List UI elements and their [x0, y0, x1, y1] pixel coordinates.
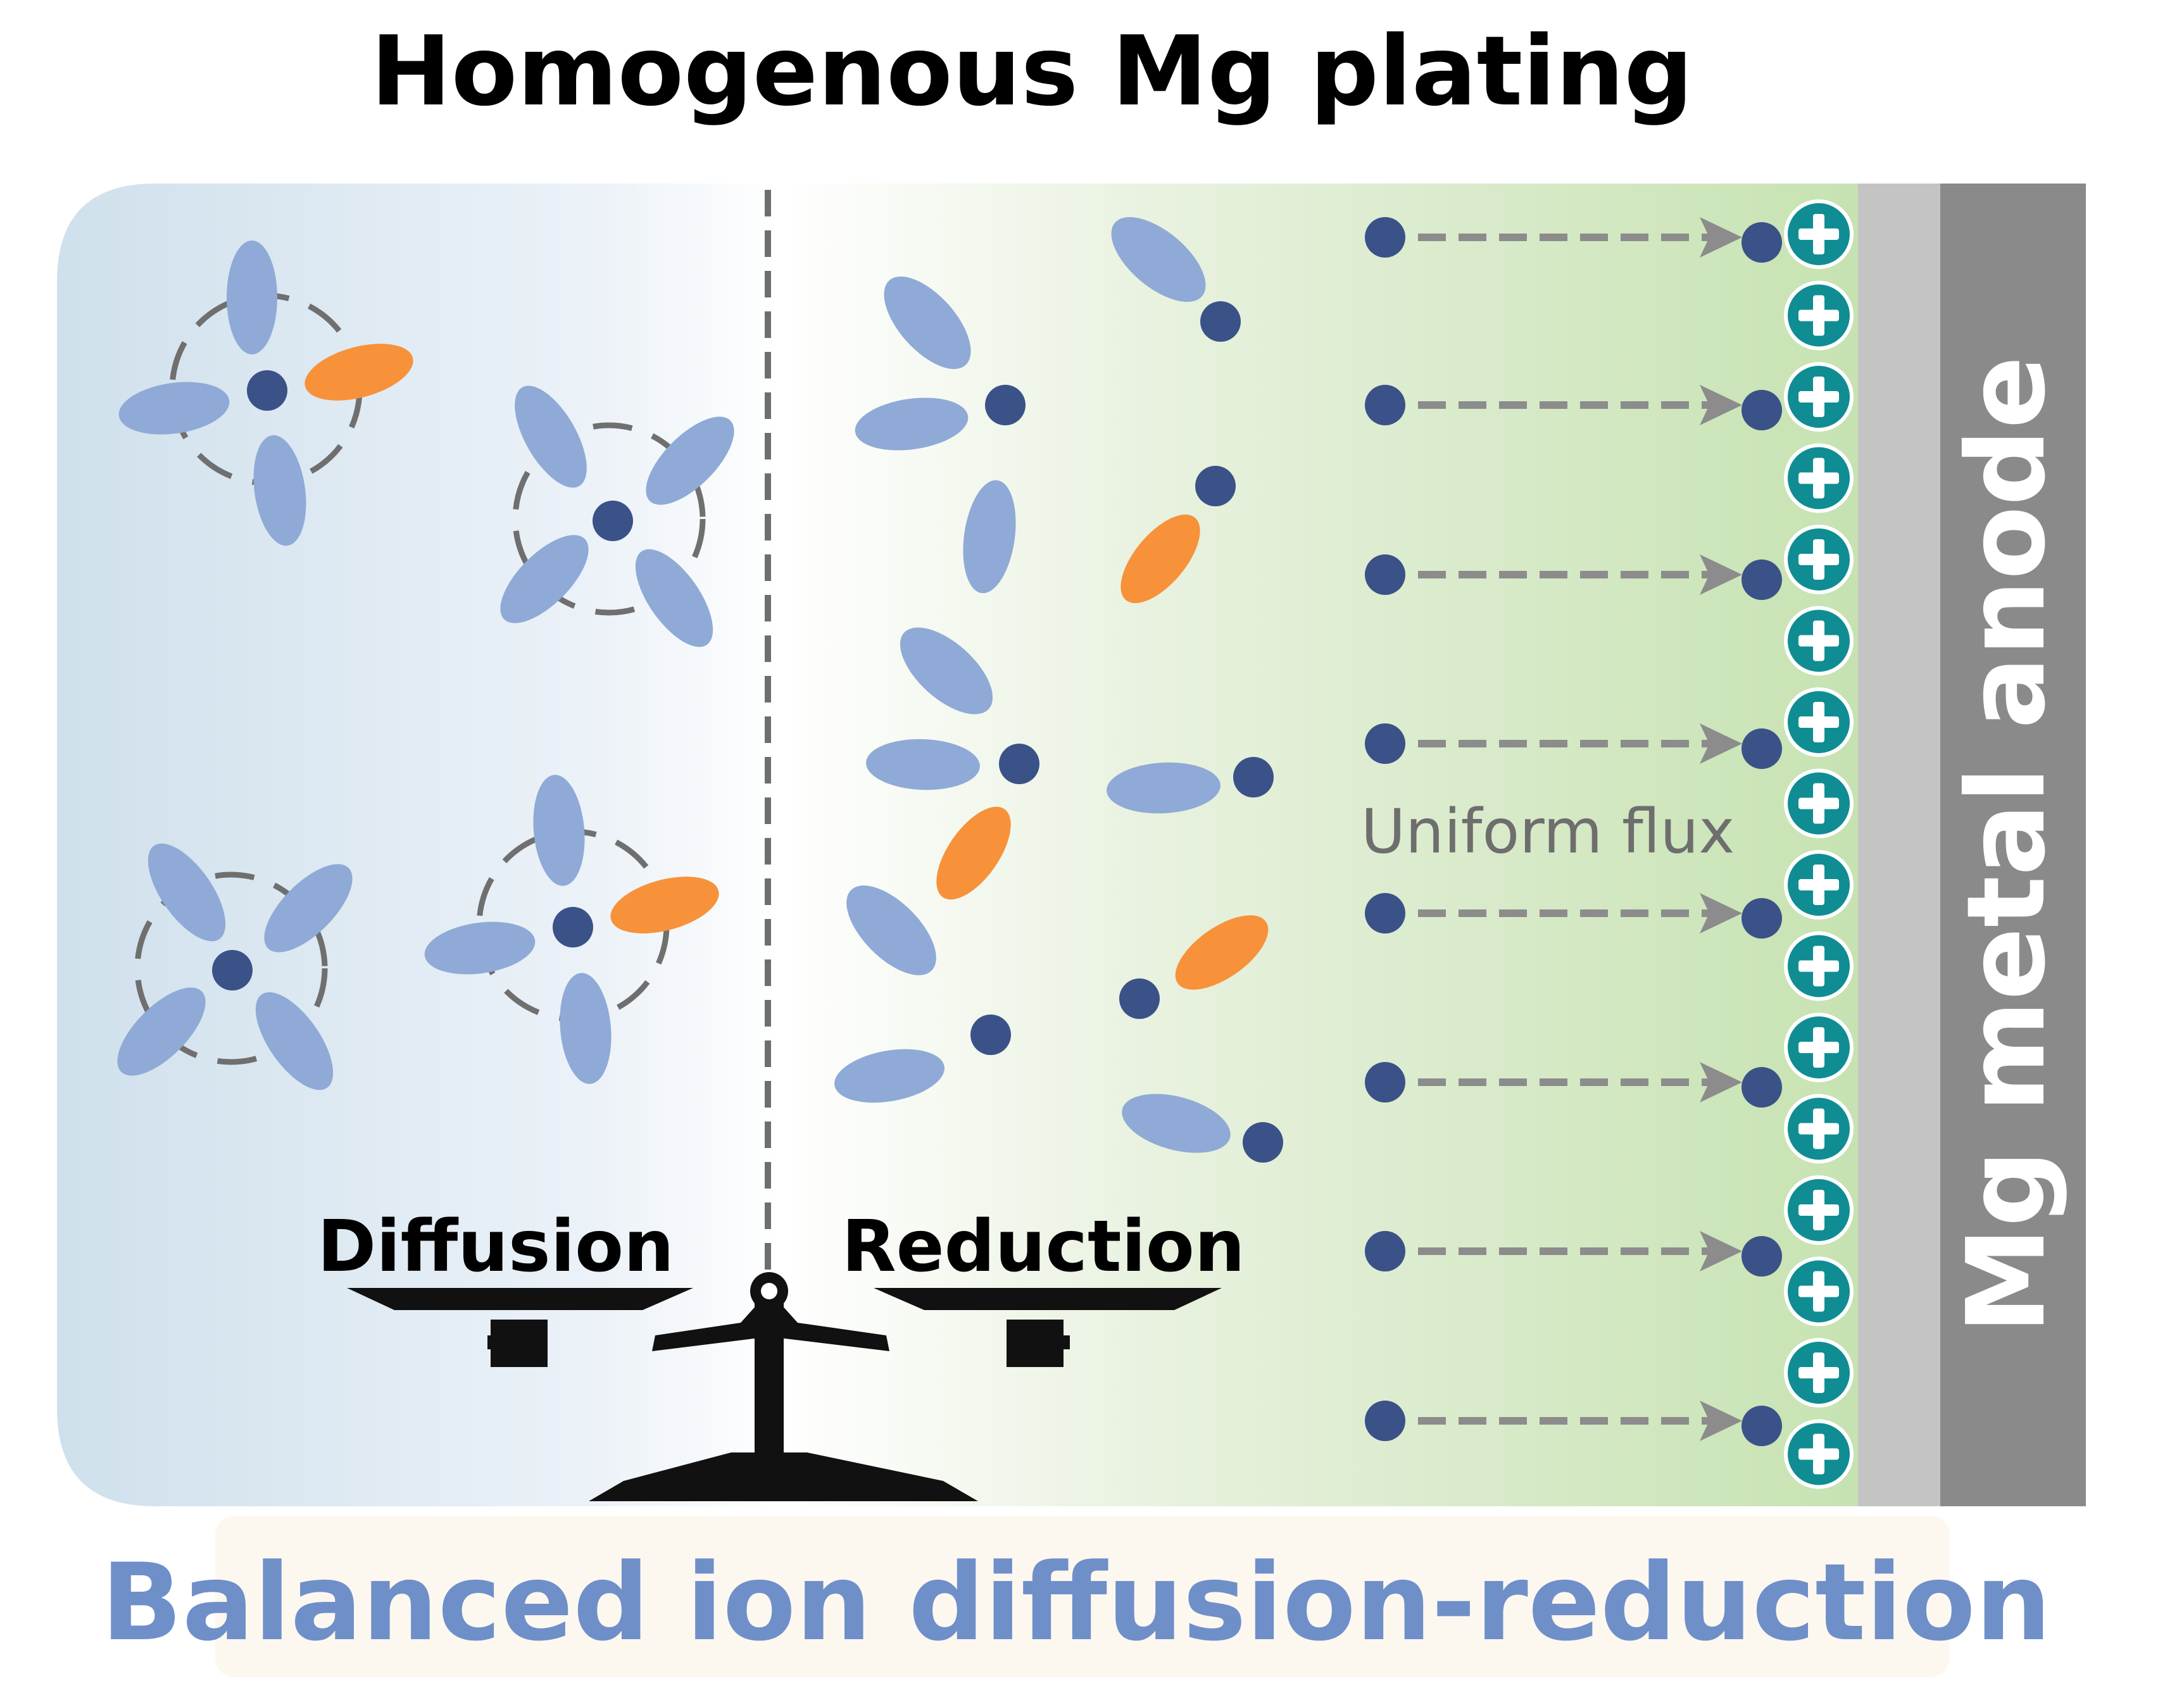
- flux-row: [1365, 1231, 1782, 1277]
- plus-charge-icon: [1784, 687, 1854, 757]
- flux-row: [1365, 1062, 1782, 1108]
- plus-charge-icon: [1784, 1175, 1854, 1245]
- plus-charge-icon: [1784, 1094, 1854, 1164]
- plus-charge-icon: [1784, 768, 1854, 839]
- mg-ion: [1365, 1231, 1405, 1271]
- mg-ion: [1119, 978, 1160, 1019]
- diffusion-label: Diffusion: [317, 1206, 674, 1288]
- mg-ion: [593, 501, 633, 541]
- plus-charge-icon: [1784, 362, 1854, 432]
- balance-scale-icon: [347, 1272, 1222, 1501]
- mg-ion: [1365, 1062, 1405, 1102]
- arrow-head-icon: [1700, 217, 1742, 258]
- mg-ion: [1365, 385, 1405, 425]
- mg-ion: [1200, 301, 1241, 342]
- mg-ion: [1742, 390, 1782, 430]
- page-title: Homogenous Mg plating: [371, 15, 1693, 127]
- flux-arrows: [1365, 217, 1782, 1446]
- plus-charge-icon: [1784, 850, 1854, 920]
- plus-charge-icon: [1784, 1013, 1854, 1082]
- mg-ion: [1243, 1122, 1283, 1163]
- mg-ion: [985, 385, 1026, 425]
- flux-row: [1365, 723, 1782, 769]
- mg-ion: [1742, 559, 1782, 600]
- mg-ion: [1742, 222, 1782, 263]
- arrow-head-icon: [1700, 893, 1742, 934]
- mg-ion: [247, 370, 287, 411]
- plus-charge-icon: [1784, 525, 1854, 594]
- mg-ion: [1195, 466, 1236, 506]
- arrow-head-icon: [1700, 1062, 1742, 1102]
- arrow-head-icon: [1700, 1401, 1742, 1441]
- arrow-head-icon: [1700, 723, 1742, 764]
- caption-box: [215, 1516, 1950, 1677]
- plus-charge-icon: [1784, 1338, 1854, 1408]
- plus-charge-icon: [1784, 606, 1854, 676]
- plus-charge-icon: [1784, 280, 1854, 351]
- plus-charge-icon: [1784, 1256, 1854, 1327]
- scale-pivot: [761, 1283, 777, 1299]
- mg-ion: [1365, 217, 1405, 258]
- mg-ion: [553, 907, 593, 947]
- flux-row: [1365, 554, 1782, 600]
- flux-row: [1365, 217, 1782, 263]
- solvated-cluster: [118, 240, 413, 546]
- flux-row: [1365, 893, 1782, 939]
- flux-row: [1365, 1401, 1782, 1446]
- plus-charge-icon: [1784, 931, 1854, 1001]
- mg-ion: [1365, 893, 1405, 934]
- mg-ion: [1742, 728, 1782, 769]
- plus-charge-icon: [1784, 199, 1854, 269]
- reduction-label: Reduction: [841, 1206, 1245, 1288]
- plus-charge-icon: [1784, 1419, 1854, 1489]
- mg-ion: [1742, 1406, 1782, 1446]
- desolvation-zone: [834, 217, 1283, 1163]
- anode-label: Mg metal anode: [1944, 356, 2069, 1333]
- mg-ion: [1742, 1067, 1782, 1108]
- mg-ion: [212, 950, 253, 990]
- solvated-cluster: [500, 385, 734, 647]
- mg-ion: [1365, 554, 1405, 595]
- mg-ion: [1742, 1236, 1782, 1277]
- uniform-flux-label: Uniform flux: [1361, 796, 1735, 867]
- mg-ion: [1365, 723, 1405, 764]
- mg-ion: [999, 744, 1039, 784]
- anode-bar: [1940, 184, 2086, 1506]
- arrow-head-icon: [1700, 554, 1742, 595]
- solvated-cluster: [424, 775, 719, 1084]
- mg-ion: [1742, 898, 1782, 939]
- mg-ion: [970, 1015, 1011, 1055]
- anode-surface-layer: [1858, 184, 1940, 1506]
- arrow-head-icon: [1700, 1231, 1742, 1271]
- solvated-cluster: [117, 843, 353, 1090]
- flux-row: [1365, 385, 1782, 430]
- mg-ion: [1233, 757, 1274, 797]
- surface-charges: [1784, 199, 1854, 1489]
- caption-text: Balanced ion diffusion-reduction: [101, 1540, 2051, 1664]
- plus-charge-icon: [1784, 443, 1854, 513]
- arrow-head-icon: [1700, 385, 1742, 425]
- mg-ion: [1365, 1401, 1405, 1441]
